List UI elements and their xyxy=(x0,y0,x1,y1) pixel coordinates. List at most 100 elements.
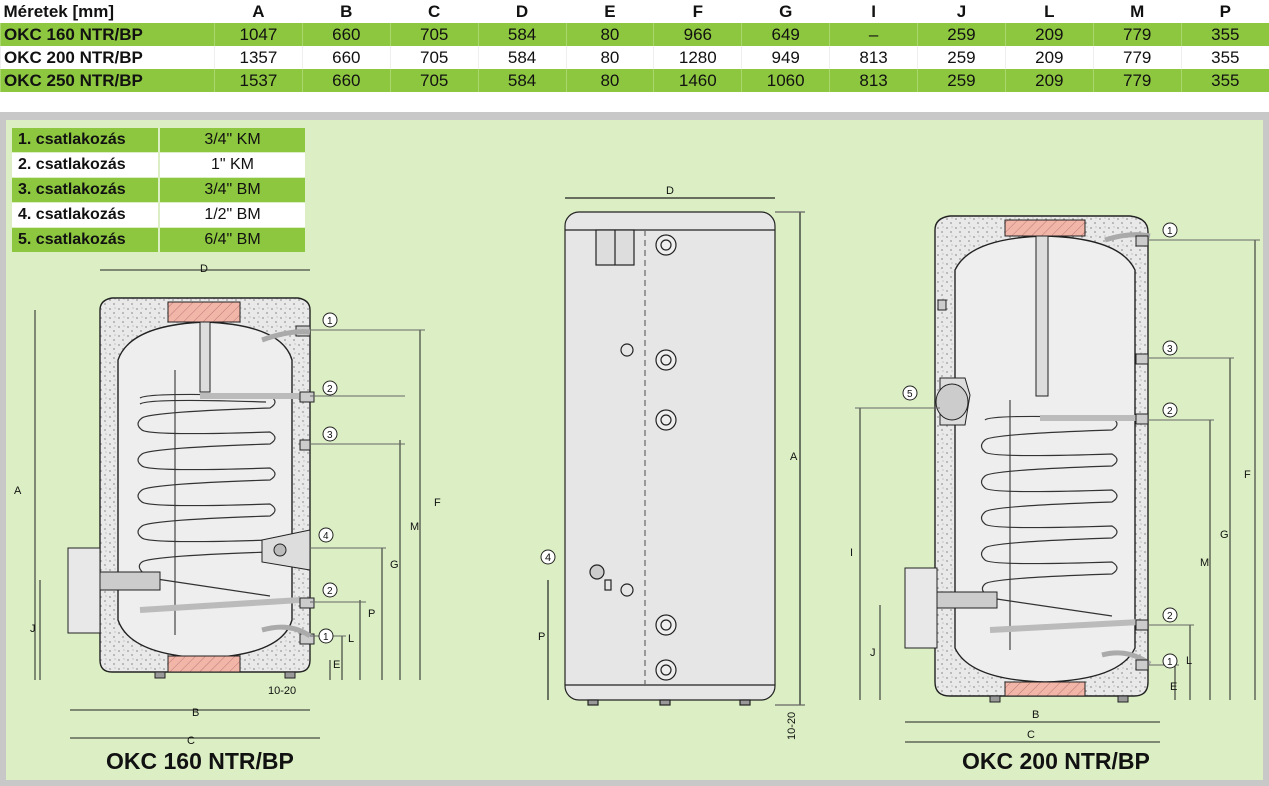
header-cell: C xyxy=(389,0,479,23)
okc160-drawing xyxy=(34,269,425,739)
connection-marker: 4 xyxy=(540,549,556,565)
dim-label-p: P xyxy=(538,631,545,643)
svg-text:2: 2 xyxy=(1167,611,1173,622)
value-cell: 209 xyxy=(1004,69,1094,92)
value-cell: 584 xyxy=(477,46,566,69)
svg-text:3: 3 xyxy=(1167,344,1173,355)
value-cell: 705 xyxy=(389,23,479,46)
value-cell: 80 xyxy=(565,46,654,69)
dim-label-gap: 10-20 xyxy=(786,712,798,740)
dimensions-header-row: Méretek [mm] A B C D E F G I J L M P xyxy=(0,0,1269,23)
svg-text:1: 1 xyxy=(1167,226,1173,237)
header-cell: F xyxy=(653,0,742,23)
dim-label-j: J xyxy=(870,647,876,659)
connection-row: 2. csatlakozás 1" KM xyxy=(12,152,305,178)
header-cell: Méretek [mm] xyxy=(0,0,215,23)
front-view-drawing xyxy=(547,197,805,706)
model-caption-left: OKC 160 NTR/BP xyxy=(106,748,294,774)
value-cell: 949 xyxy=(741,46,830,69)
connection-marker: 1 xyxy=(322,312,338,328)
dim-label-f: F xyxy=(1244,469,1251,481)
dim-label-g: G xyxy=(390,559,399,571)
value-cell: 705 xyxy=(389,46,479,69)
dim-label-b: B xyxy=(1032,709,1039,721)
dim-label-c: C xyxy=(187,735,195,747)
model-cell: OKC 250 NTR/BP xyxy=(0,69,215,92)
value-cell: – xyxy=(829,23,918,46)
dim-label-i: I xyxy=(850,547,853,559)
dim-label-c: C xyxy=(1027,729,1035,741)
value-cell: 660 xyxy=(301,69,391,92)
value-cell: 80 xyxy=(565,23,654,46)
header-cell: E xyxy=(565,0,654,23)
model-cell: OKC 160 NTR/BP xyxy=(0,23,215,46)
value-cell: 584 xyxy=(477,23,566,46)
connection-label: 5. csatlakozás xyxy=(12,227,159,253)
dim-label-p: P xyxy=(368,608,375,620)
connection-marker: 1 xyxy=(1162,222,1178,238)
dim-label-e: E xyxy=(333,659,340,671)
dim-label-g: G xyxy=(1220,529,1229,541)
dimensions-table: Méretek [mm] A B C D E F G I J L M P OKC… xyxy=(0,0,1269,92)
connection-row: 5. csatlakozás 6/4" BM xyxy=(12,227,305,253)
value-cell: 209 xyxy=(1004,46,1094,69)
connection-row: 1. csatlakozás 3/4" KM xyxy=(12,128,305,153)
value-cell: 779 xyxy=(1092,46,1182,69)
value-cell: 355 xyxy=(1180,46,1269,69)
table-row: OKC 250 NTR/BP 1537 660 705 584 80 1460 … xyxy=(0,69,1269,92)
connection-marker: 3 xyxy=(1162,340,1178,356)
dim-label-e: E xyxy=(1170,681,1177,693)
header-cell: P xyxy=(1180,0,1269,23)
value-cell: 660 xyxy=(301,46,391,69)
value-cell: 813 xyxy=(829,46,918,69)
connection-marker: 2 xyxy=(1162,402,1178,418)
header-cell: B xyxy=(301,0,391,23)
connection-label: 2. csatlakozás xyxy=(12,152,159,178)
value-cell: 1537 xyxy=(214,69,303,92)
connection-marker: 2 xyxy=(322,380,338,396)
value-cell: 1047 xyxy=(214,23,303,46)
header-cell: I xyxy=(829,0,918,23)
dim-label-b: B xyxy=(192,707,199,719)
svg-text:1: 1 xyxy=(327,316,333,327)
value-cell: 660 xyxy=(301,23,391,46)
connection-value: 1" KM xyxy=(158,152,305,178)
value-cell: 1357 xyxy=(214,46,303,69)
value-cell: 355 xyxy=(1180,69,1269,92)
value-cell: 813 xyxy=(829,69,918,92)
connection-label: 4. csatlakozás xyxy=(12,202,159,228)
svg-text:3: 3 xyxy=(327,430,333,441)
svg-text:4: 4 xyxy=(545,552,551,564)
value-cell: 584 xyxy=(477,69,566,92)
dim-label-l: L xyxy=(1186,655,1192,667)
value-cell: 209 xyxy=(1004,23,1094,46)
dim-label-d: D xyxy=(666,185,674,197)
value-cell: 259 xyxy=(917,69,1006,92)
dim-label-gap: 10-20 xyxy=(268,685,296,697)
connection-value: 6/4" BM xyxy=(158,227,305,253)
value-cell: 80 xyxy=(565,69,654,92)
header-cell: M xyxy=(1092,0,1182,23)
table-row: OKC 200 NTR/BP 1357 660 705 584 80 1280 … xyxy=(0,46,1269,69)
svg-text:2: 2 xyxy=(327,586,333,597)
svg-text:4: 4 xyxy=(323,531,329,542)
okc160-markers: 1 2 3 4 2 1 xyxy=(318,312,338,644)
dim-label-m: M xyxy=(1200,557,1209,569)
value-cell: 649 xyxy=(741,23,830,46)
dim-label-a: A xyxy=(14,485,22,497)
connection-label: 1. csatlakozás xyxy=(12,128,159,153)
value-cell: 705 xyxy=(389,69,479,92)
header-cell: L xyxy=(1004,0,1094,23)
dim-label-m: M xyxy=(410,521,419,533)
svg-text:1: 1 xyxy=(323,632,329,643)
dim-label-j: J xyxy=(30,623,36,635)
table-row: OKC 160 NTR/BP 1047 660 705 584 80 966 6… xyxy=(0,23,1269,46)
value-cell: 1280 xyxy=(653,46,742,69)
okc200-drawing xyxy=(855,215,1260,743)
model-cell: OKC 200 NTR/BP xyxy=(0,46,215,69)
connection-marker: 4 xyxy=(318,527,334,543)
connection-label: 3. csatlakozás xyxy=(12,177,159,203)
connection-marker: 2 xyxy=(322,582,338,598)
front-view-labels: D A P 10-20 4 xyxy=(538,185,798,740)
